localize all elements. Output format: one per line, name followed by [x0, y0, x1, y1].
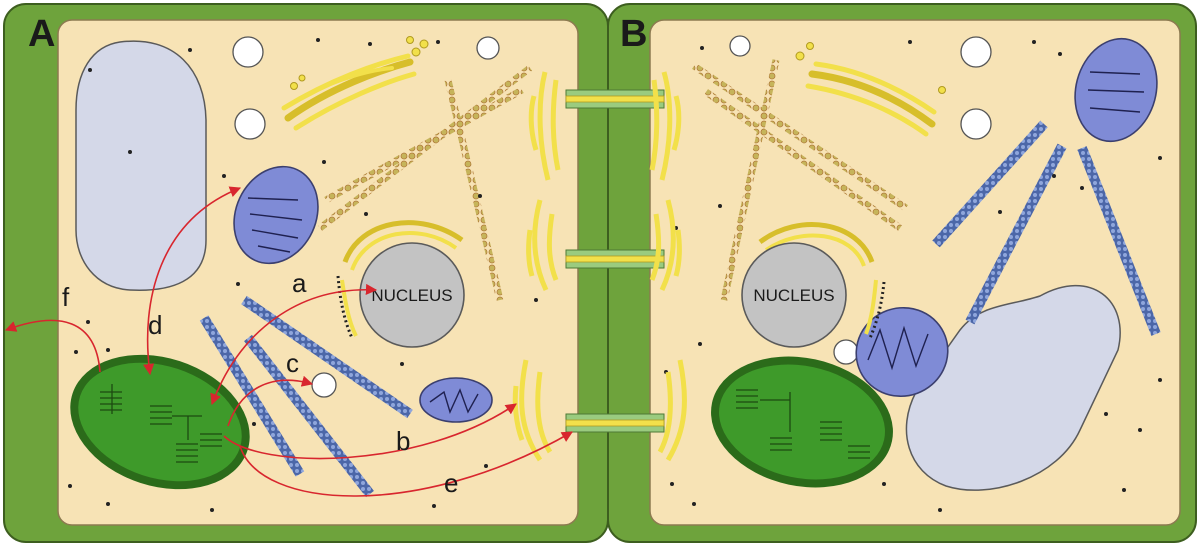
chloroplast-b: [711, 356, 893, 488]
label-d: d: [148, 310, 162, 340]
vesicle: [232, 36, 264, 68]
vacuole-a: [75, 40, 207, 291]
mitochondrion-b-2: [855, 306, 949, 398]
label-c: c: [286, 348, 299, 378]
vesicle: [833, 339, 859, 365]
plasmodesmata: [512, 71, 687, 462]
golgi-apparatus-b: [795, 42, 946, 137]
actin-filament: [324, 86, 524, 204]
vesicle: [476, 36, 500, 60]
arrow-a: [210, 283, 378, 406]
vesicle: [234, 108, 266, 140]
nucleus-b: NUCLEUS: [741, 222, 886, 348]
nucleus-label-b: NUCLEUS: [753, 286, 834, 305]
mitochondrion-b-1: [1074, 37, 1158, 143]
microtubule: [965, 143, 1067, 325]
arrow-f: [4, 319, 101, 373]
vesicle: [960, 108, 992, 140]
vesicle: [729, 35, 751, 57]
label-f: f: [62, 282, 70, 312]
mitochondrion-a-2: [419, 377, 493, 423]
arrow-b: [223, 403, 517, 460]
actin-filament: [444, 79, 504, 301]
golgi-apparatus-a: [281, 36, 429, 131]
chloroplast-a: [70, 354, 250, 490]
microtubule: [1077, 146, 1161, 336]
plasmodesma-middle: [526, 199, 682, 292]
actin-filament: [703, 89, 903, 231]
nucleus-label-a: NUCLEUS: [371, 286, 452, 305]
arrow-c: [227, 375, 314, 427]
plasmodesma-bottom: [512, 359, 687, 462]
panel-letter-a: A: [28, 13, 55, 55]
label-e: e: [444, 468, 458, 498]
cell-b: NUCLEUS: [607, 3, 1197, 543]
actin-filament: [720, 59, 780, 301]
transport-arrows: [4, 186, 573, 497]
arrow-e: [239, 431, 573, 497]
label-a: a: [292, 268, 307, 298]
actin-filament: [692, 63, 908, 211]
arrow-d: [143, 186, 242, 376]
microtubule: [932, 120, 1048, 248]
vacuole-b: [905, 284, 1121, 491]
panel-letter-b: B: [620, 13, 647, 55]
plasmodesma-top: [528, 71, 682, 181]
ribosomes-a: [68, 38, 538, 512]
label-b: b: [396, 426, 410, 456]
vesicle: [960, 36, 992, 68]
ribosomes-b: [664, 40, 1162, 512]
vesicle: [311, 372, 337, 398]
